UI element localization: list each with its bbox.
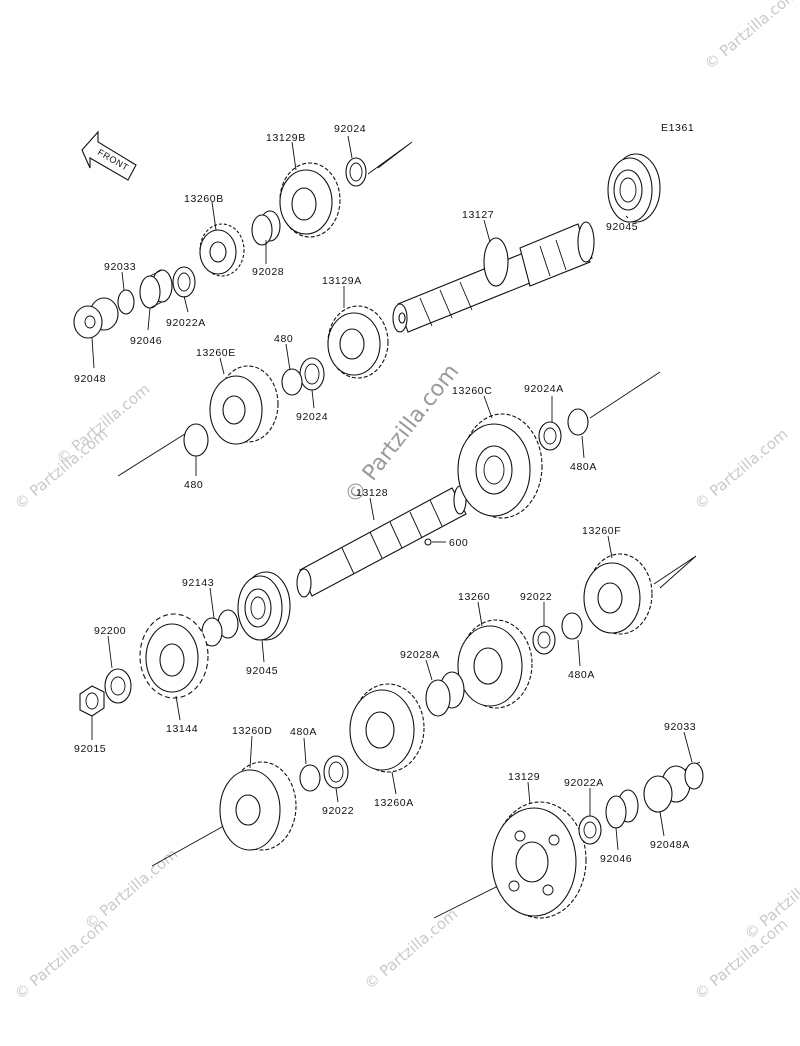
part-label: 13129A [322, 275, 362, 287]
part-label: 92022 [322, 805, 354, 817]
part-label: 13260 [458, 591, 490, 603]
washer-92022a-top [172, 266, 196, 298]
needle-bearing-92046-low [605, 789, 639, 829]
part-label: 13144 [166, 723, 198, 735]
part-label: 13128 [356, 487, 388, 499]
collar-92143 [201, 609, 239, 647]
gear-13260 [457, 619, 533, 709]
bushing-92028 [251, 210, 281, 246]
gear-13260c [457, 413, 543, 519]
washer-92024-mid [299, 357, 325, 391]
part-label: 92048A [650, 839, 690, 851]
circlip-480a-low [299, 764, 321, 792]
part-label: 13129B [266, 132, 306, 144]
nut-92015 [79, 685, 105, 717]
gear-13260e [209, 365, 279, 445]
watermark-tile: © Partzilla.com [701, 0, 800, 73]
part-label: 13127 [462, 209, 494, 221]
bushing-92028a [425, 671, 465, 717]
washer-92022-mid [532, 625, 556, 655]
circlip-92033-top [117, 289, 135, 315]
circlip-480-mid [281, 368, 303, 396]
washer-92022a-low [578, 815, 602, 845]
part-label: 92024 [334, 123, 366, 135]
part-label: 480A [290, 726, 317, 738]
watermark-tile: © Partzilla.com [361, 905, 461, 993]
part-label: 13129 [508, 771, 540, 783]
part-label: 92024A [524, 383, 564, 395]
pin-600 [424, 538, 432, 546]
circlip-480a-upper [567, 408, 589, 436]
gear-13129a [327, 305, 389, 379]
part-label: 92022 [520, 591, 552, 603]
diagram-ref-code: E1361 [661, 122, 694, 134]
watermark-tiles: © Partzilla.com © Partzilla.com © Partzi… [11, 0, 800, 1003]
part-label: 13260E [196, 347, 236, 359]
part-label: 92046 [600, 853, 632, 865]
part-label: 92143 [182, 577, 214, 589]
watermark-tile: © Partzilla.com [53, 380, 153, 468]
part-label: 92033 [664, 721, 696, 733]
leader-lines [91, 135, 693, 851]
gear-13129b [279, 162, 341, 238]
part-label: 92028A [400, 649, 440, 661]
part-label: 13260D [232, 725, 272, 737]
part-labels: 13129B 92024 13260B 92033 92028 13127 92… [74, 123, 696, 865]
part-label: 600 [449, 537, 468, 549]
washer-92022-low [323, 755, 349, 789]
part-label: 92033 [104, 261, 136, 273]
circlip-480a-mid [561, 612, 583, 640]
sprocket-13144 [139, 613, 209, 699]
collar-92048a [643, 765, 691, 813]
part-label: 92022A [564, 777, 604, 789]
part-label: 13260C [452, 385, 492, 397]
part-label: 13260A [374, 797, 414, 809]
drive-shaft-13127 [392, 221, 595, 333]
part-label: 92028 [252, 266, 284, 278]
part-label: 480A [568, 669, 595, 681]
front-arrow-icon: FRONT [81, 130, 137, 181]
part-label: 92048 [74, 373, 106, 385]
gear-13260f [583, 553, 653, 635]
part-label: 92200 [94, 625, 126, 637]
part-label: 92022A [166, 317, 206, 329]
gear-13129 [491, 801, 587, 919]
part-label: 92015 [74, 743, 106, 755]
part-label: 92046 [130, 335, 162, 347]
bearing-92045-lower [237, 571, 291, 641]
part-label: 480A [570, 461, 597, 473]
part-label: 480 [274, 333, 293, 345]
part-label: 92045 [606, 221, 638, 233]
collar-92048 [73, 297, 119, 339]
output-shaft-13128 [296, 485, 467, 598]
lock-washer-92200 [104, 668, 132, 704]
circlip-92033-low [684, 762, 704, 790]
gear-13260b [199, 223, 245, 277]
part-label: 13260F [582, 525, 621, 537]
gear-13260d [219, 761, 297, 851]
gear-13260a [349, 683, 425, 773]
part-label: 13260B [184, 193, 224, 205]
circlip-480-left [183, 423, 209, 457]
watermark-tile: © Partzilla.com [691, 425, 791, 513]
needle-bearing-92046-top [139, 269, 173, 309]
bearing-92045-upper [607, 153, 661, 223]
washer-92024-top [345, 157, 367, 187]
part-label: 92045 [246, 665, 278, 677]
washer-92024a [538, 421, 562, 451]
part-label: 92024 [296, 411, 328, 423]
part-label: 480 [184, 479, 203, 491]
